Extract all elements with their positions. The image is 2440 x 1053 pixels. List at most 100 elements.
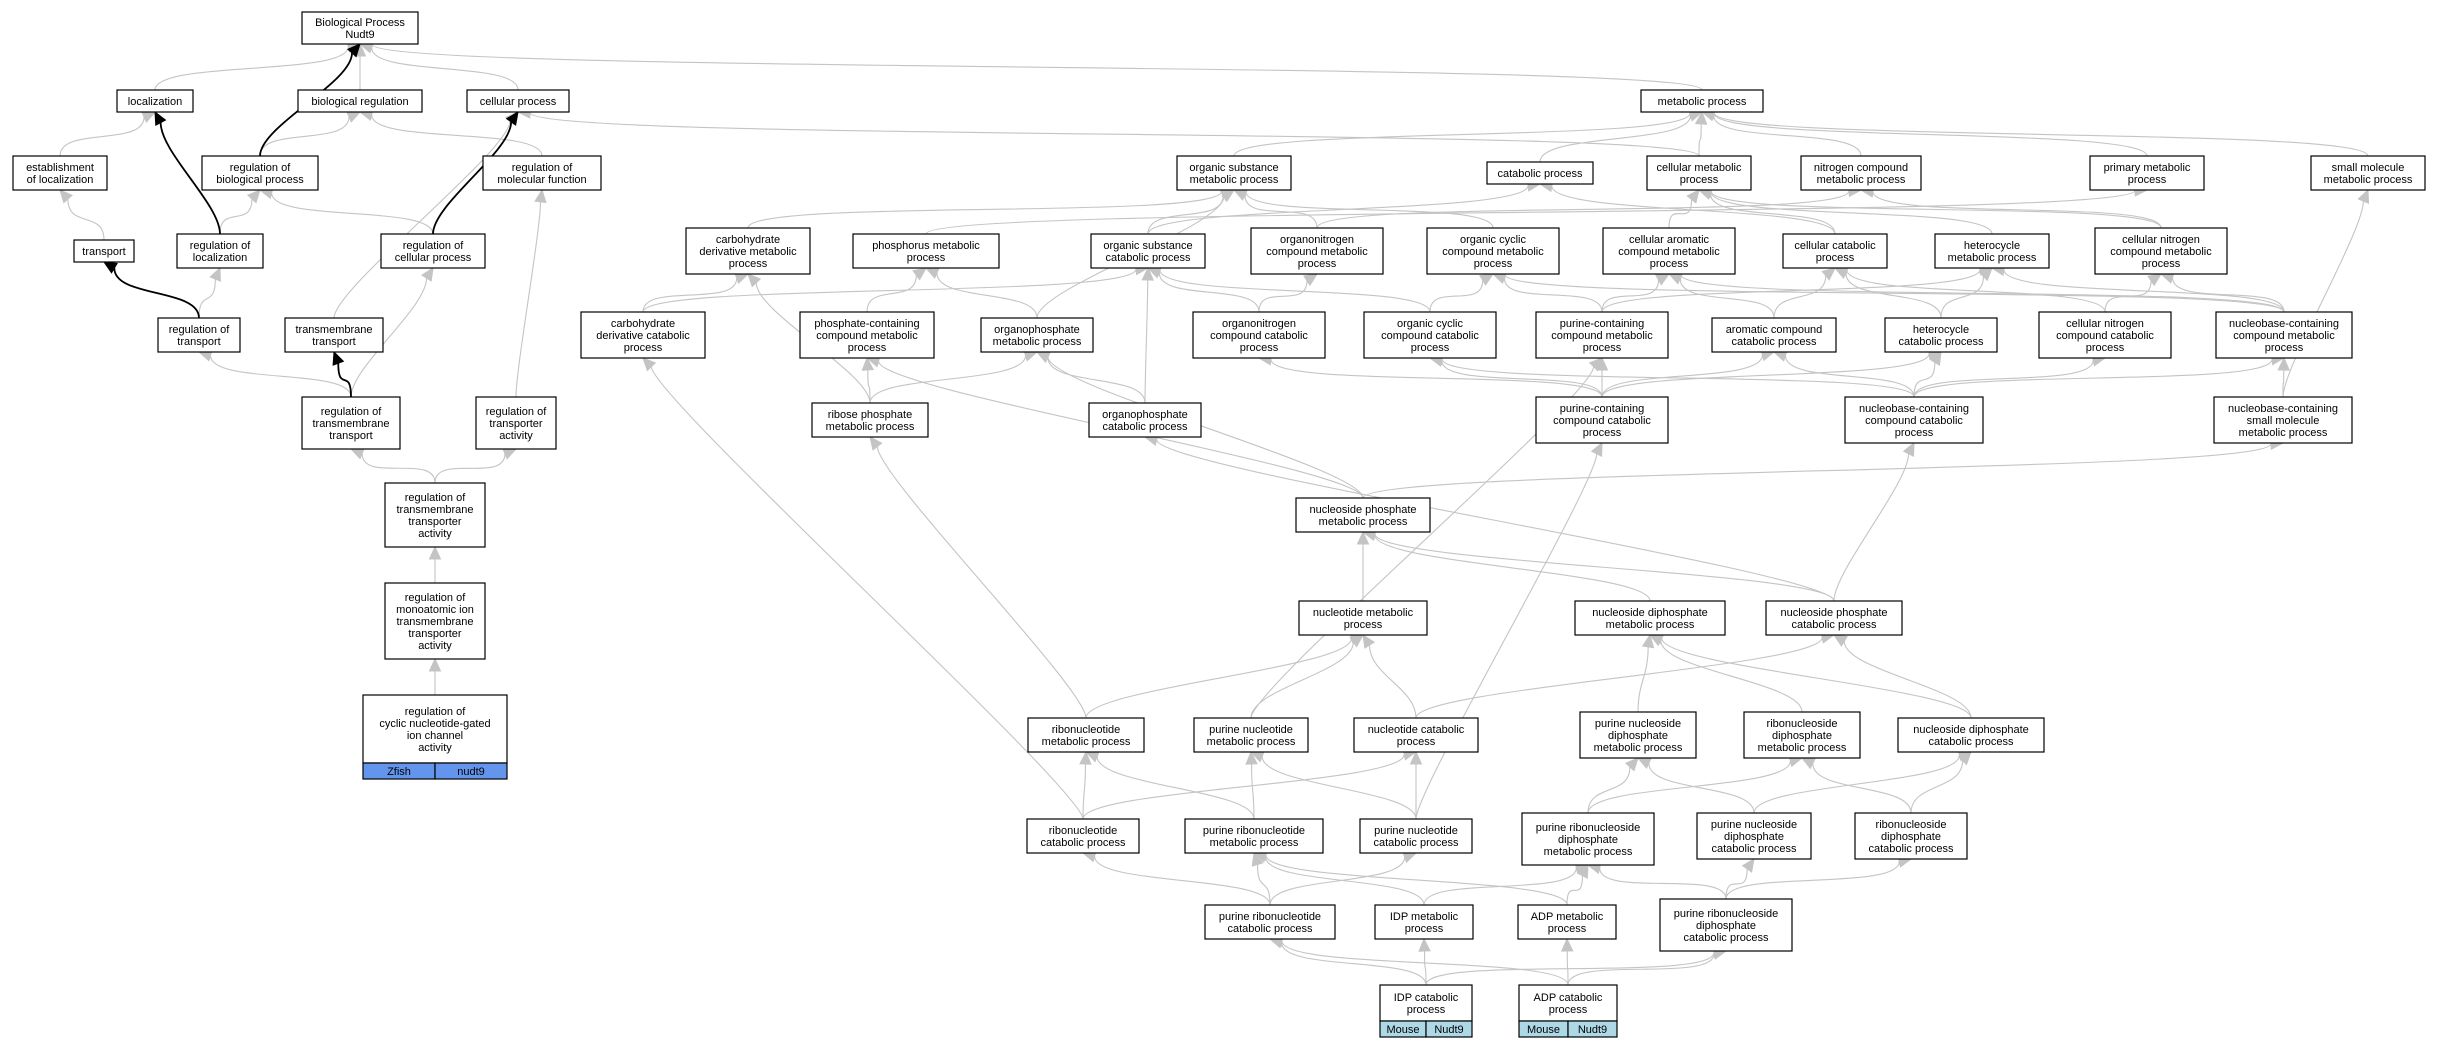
node-label-line: cyclic nucleotide-gated [379, 718, 490, 730]
node-label-line: purine ribonucleoside [1536, 822, 1641, 834]
node-purine-ribonucleoside-diphosphate-catabolic[interactable]: purine ribonucleosidediphosphatecataboli… [1659, 898, 1793, 952]
node-label-line: catabolic process [1041, 837, 1126, 849]
node-biological-regulation[interactable]: biological regulation [297, 89, 423, 113]
node-label-line: establishment [26, 162, 94, 174]
annotation-label: nudt9 [457, 766, 485, 778]
node-label-line: metabolic process [993, 336, 1082, 348]
node-label-line: catabolic process [1684, 932, 1769, 944]
node-label-line: metabolic process [2239, 427, 2328, 439]
node-label-line: derivative metabolic [699, 246, 797, 258]
node-label-line: process [1474, 258, 1513, 270]
node-label-line: metabolic process [1948, 252, 2037, 264]
node-label-line: metabolic process [1042, 736, 1131, 748]
edge-reg-localization-to-reg-biological-process [219, 189, 261, 235]
node-purine-ribonucleoside-diphosphate-metabolic[interactable]: purine ribonucleosidediphosphatemetaboli… [1521, 812, 1655, 866]
node-label-line: regulation of [321, 406, 382, 418]
node-label-line: small molecule [2332, 162, 2405, 174]
edge-purine-ribonucleoside-diphosphate-catabolic-to-purine-nucleoside-diphosphate-catabolic [1725, 858, 1755, 900]
node-reg-tm-transporter-activity[interactable]: regulation oftransmembranetransporteract… [384, 482, 486, 548]
node-localization[interactable]: localization [116, 89, 194, 113]
node-label-line: metabolic process [1758, 742, 1847, 754]
edge-cellular-nitrogen-catabolic-to-cellular-nitrogen-metabolic [2104, 273, 2162, 313]
annotation-cell [1567, 1020, 1618, 1038]
node-catabolic-process[interactable]: catabolic process [1486, 161, 1594, 185]
node-label-line: diphosphate [1608, 730, 1668, 742]
node-label-line: organic cyclic [1397, 318, 1464, 330]
node-cellular-process[interactable]: cellular process [466, 89, 570, 113]
edge-establishment-localization-to-localization [59, 111, 157, 157]
edge-organic-cyclic-metabolic-to-organic-substance-metabolic [1232, 185, 1494, 229]
node-transport[interactable]: transport [73, 239, 135, 263]
node-label-line: ion channel [407, 730, 463, 742]
node-label-line: catabolic process [1792, 619, 1877, 631]
edge-organonitrogen-catabolic-to-organic-substance-catabolic [1146, 266, 1260, 313]
node-metabolic-process[interactable]: metabolic process [1640, 89, 1764, 113]
edge-small-molecule-metabolic-to-metabolic-process [1700, 106, 2369, 157]
node-label-line: compound metabolic [1551, 330, 1653, 342]
node-label-line: metabolic process [1658, 96, 1747, 108]
